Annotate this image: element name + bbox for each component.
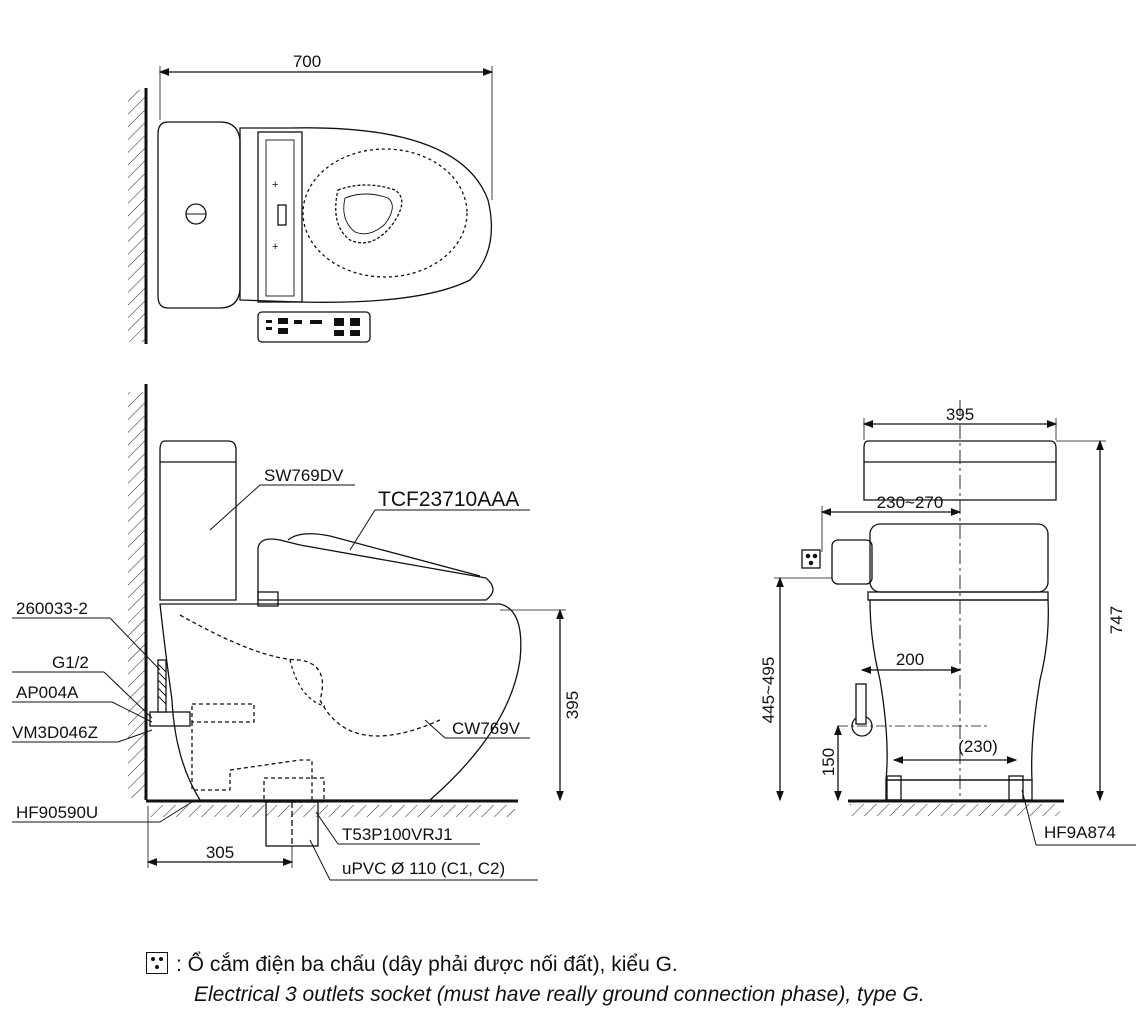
top-seat-hinge [257, 131, 303, 303]
svg-text:+: + [272, 241, 278, 253]
svg-text:+: + [272, 179, 278, 191]
legend-text-en: Electrical 3 outlets socket (must have r… [194, 983, 925, 1006]
top-tank [157, 121, 241, 309]
side-cistern-valve [191, 703, 255, 723]
side-floor-hatch [150, 805, 515, 817]
side-view: SW769DV TCF23710AAA CW769V 260033-2 G1/2… [12, 384, 582, 881]
top-bowl-rim [302, 148, 468, 278]
side-adapter [263, 777, 325, 803]
side-seat [257, 538, 494, 601]
front-tank [863, 440, 1057, 501]
front-seat [869, 523, 1049, 593]
label-valve-ap: AP004A [16, 683, 79, 702]
side-wall-hatch [128, 392, 145, 798]
front-bolt-left [886, 775, 902, 801]
label-bowl: CW769V [452, 719, 521, 738]
dim-front-bolt-spacing: (230) [958, 737, 998, 756]
top-view: + + 700 [128, 52, 494, 344]
top-bowl-outline [239, 127, 493, 303]
front-floor-hatch [850, 804, 1060, 816]
top-bowl-drain [335, 184, 403, 244]
label-valve-vm: VM3D046Z [12, 723, 98, 742]
side-hose [157, 659, 167, 713]
dim-top-width: 700 [293, 52, 321, 71]
label-pipe: uPVC Ø 110 (C1, C2) [342, 859, 505, 878]
front-socket-icon [801, 549, 821, 569]
side-tank [159, 440, 237, 601]
dim-front-valve-offset: 200 [896, 650, 924, 669]
dim-front-width: 395 [946, 405, 974, 424]
label-hose: 260033-2 [16, 599, 88, 618]
dim-side-depth: 305 [206, 843, 234, 862]
front-view: 395 230~270 200 (230) 747 445~495 150 HF… [759, 400, 1136, 846]
label-thread: G1/2 [52, 653, 89, 672]
front-seat-control [831, 539, 873, 585]
legend-text-vi: : Ổ cắm điện ba chấu (dây phải được nối … [176, 953, 678, 976]
dim-front-seat-offset: 230~270 [877, 493, 944, 512]
dim-front-outlet-height: 445~495 [759, 657, 778, 724]
top-wall-hatch [128, 90, 145, 342]
side-angle-valve [149, 711, 191, 727]
side-bowl [159, 603, 522, 801]
socket-legend-icon [146, 952, 168, 974]
side-trapway [179, 614, 441, 737]
label-adapter: T53P100VRJ1 [342, 825, 453, 844]
front-bolt-right [1008, 775, 1024, 801]
legend-note: : Ổ cắm điện ba chấu (dây phải được nối … [146, 950, 925, 1010]
dim-front-total-height: 747 [1107, 606, 1126, 634]
dim-front-valve-height: 150 [819, 748, 838, 776]
label-flange: HF90590U [16, 803, 98, 822]
dim-side-height: 395 [563, 691, 582, 719]
label-tank: SW769DV [264, 466, 344, 485]
top-remote-panel [257, 311, 371, 343]
label-seat: TCF23710AAA [378, 488, 519, 511]
label-bolt: HF9A874 [1044, 823, 1116, 842]
